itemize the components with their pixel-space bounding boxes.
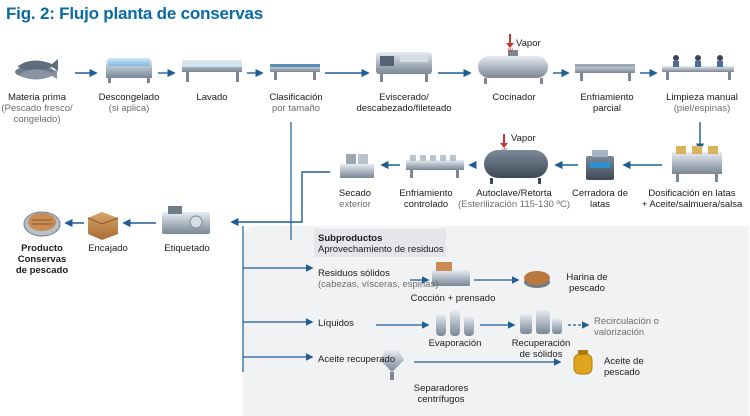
cooker-icon [478, 50, 548, 84]
canned-fish-icon [23, 211, 61, 237]
recovered-oil-label: Aceite recuperado [318, 354, 396, 365]
byproducts-subtitle: Aprovechamiento de residuos [318, 244, 444, 255]
dryer-icon [340, 154, 374, 178]
cooker-press-icon [432, 262, 470, 286]
step-washing: Lavado [196, 92, 228, 103]
figure-title: Fig. 2: Flujo planta de conservas [6, 4, 263, 23]
box-icon [87, 212, 119, 240]
cooking-press-label: Cocción + prensado [410, 293, 496, 304]
step-labeling: Etiquetado [164, 243, 210, 254]
cooling-tunnel-icon [406, 155, 464, 178]
solid-waste-label: Residuos sólidos (cabezas, vísceras, esp… [318, 268, 439, 290]
step-autoclave: Autoclave/Retorta (Esterilización 115-13… [457, 188, 571, 210]
fish-oil-label: Aceite de pescado [604, 356, 644, 378]
step-grading: Clasificación por tamaño [269, 92, 323, 114]
solids-recovery-icon [520, 310, 562, 334]
step-controlled-cooling: Enfriamiento controlado [399, 188, 453, 210]
steam-arrow-icon-1: W [506, 34, 514, 54]
steam-label-2: Vapor [511, 133, 536, 144]
step-can-filling: Dosificación en latas + Aceite/salmuera/… [641, 188, 743, 210]
byproduct-branch-arrows [243, 264, 562, 366]
manual-cleaning-table-icon [662, 55, 734, 80]
can-filler-icon [672, 146, 722, 182]
centrifuges-label: Separadores centrífugos [413, 383, 469, 405]
can-seamer-icon [586, 150, 614, 180]
thawing-tank-icon [106, 58, 152, 83]
grader-icon [270, 64, 320, 80]
final-product: Producto Conservas de pescado [15, 243, 69, 276]
step-evisceration: Eviscerado/ descabezado/fileteado [356, 92, 452, 114]
labeling-machine-icon [162, 206, 210, 234]
solids-recovery-label: Recuperación de sólidos [511, 338, 571, 360]
steam-label-1: Vapor [516, 38, 541, 49]
evaporation-label: Evaporación [428, 338, 482, 349]
centrifuge-icon [380, 350, 404, 380]
byproducts-title: Subproductos [318, 233, 383, 244]
raw-fish-icon [15, 59, 58, 80]
step-boxing: Encajado [88, 243, 128, 254]
autoclave-icon [484, 150, 548, 184]
byproducts-header-box [314, 229, 446, 257]
liquids-label: Líquidos [318, 318, 354, 329]
cooling-conveyor-icon [575, 64, 635, 81]
step-cooker: Cocinador [492, 92, 536, 103]
step-partial-cooling: Enfriamiento parcial [580, 92, 634, 114]
connector-row2-to-row3 [230, 171, 330, 227]
step-drying: Secado exterior [338, 188, 372, 210]
step-raw-material: Materia prima (Pescado fresco/ congelado… [1, 92, 73, 125]
evaporator-icon [436, 310, 474, 336]
evisceration-machine-icon [376, 52, 432, 82]
washer-icon [182, 60, 242, 82]
step-manual-cleaning: Limpieza manual (piel/espinas) [666, 92, 738, 114]
step-can-seaming: Cerradora de latas [572, 188, 628, 210]
svg-text:W: W [508, 48, 513, 54]
fish-oil-jar-icon [573, 350, 593, 375]
fishmeal-bowl-icon [524, 271, 550, 288]
recirculation-label: Recirculación o valorización [594, 316, 659, 338]
byproducts-panel [243, 226, 749, 416]
step-thawing: Descongelado (si aplica) [98, 92, 160, 114]
fishmeal-label: Harina de pescado [566, 272, 608, 294]
